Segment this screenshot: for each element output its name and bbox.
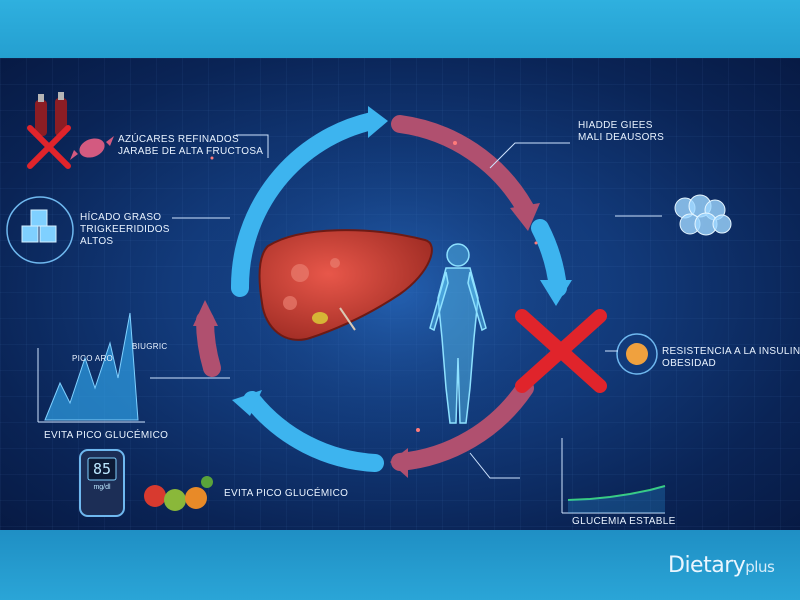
sugar-cross-icon (27, 125, 71, 169)
cycle-arrow-left (193, 300, 218, 326)
label-avoid-peak-2: EVITA PICO GLUCÉMICO (224, 488, 349, 499)
candy-icon (70, 136, 114, 160)
diagram-canvas (6, 92, 732, 517)
cycle-arrow-bottom-left (232, 390, 262, 416)
fruits-icon (144, 476, 213, 511)
cycle-arc-top-left (230, 112, 381, 297)
fat-drop-icon (626, 343, 648, 365)
ice-cubes-icon (21, 209, 57, 243)
cycle-arc-bottom-left (243, 391, 384, 472)
cycle-arc-top-right (391, 115, 534, 217)
peak-chart (37, 312, 145, 423)
label-stable-glucose: GLUCEMIA ESTABLE (572, 516, 676, 527)
top-frame (0, 0, 800, 58)
label-peak-right: BIUGRIC (132, 342, 168, 351)
glucose-meter-icon (79, 449, 125, 517)
cycle-arrow-top-left (368, 106, 388, 138)
cycle-arc-left (196, 311, 221, 377)
brand-logo: Dietaryplus (668, 553, 775, 578)
label-peak-left: PICO ARO (72, 354, 114, 363)
label-avoid-peak-1: EVITA PICO GLUCÉMICO (44, 430, 169, 441)
cycle-arrow-bottom-right (390, 448, 408, 478)
bottom-frame (0, 530, 800, 600)
human-body-icon (429, 243, 487, 424)
ice-cubes-frame (6, 196, 74, 264)
meter-value: 85 (92, 460, 112, 478)
red-cross-icon (515, 309, 607, 393)
stable-glucose-chart (561, 438, 666, 514)
fat-cells-icon (674, 194, 732, 236)
cycle-arc-bottom-right (391, 379, 534, 471)
cycle-arrow-right (540, 280, 572, 306)
cycle-arrow-top-right (510, 203, 540, 231)
soda-bottles-icon (35, 92, 67, 136)
meter-unit: mg/dl (93, 484, 111, 491)
liver-icon (258, 229, 433, 341)
